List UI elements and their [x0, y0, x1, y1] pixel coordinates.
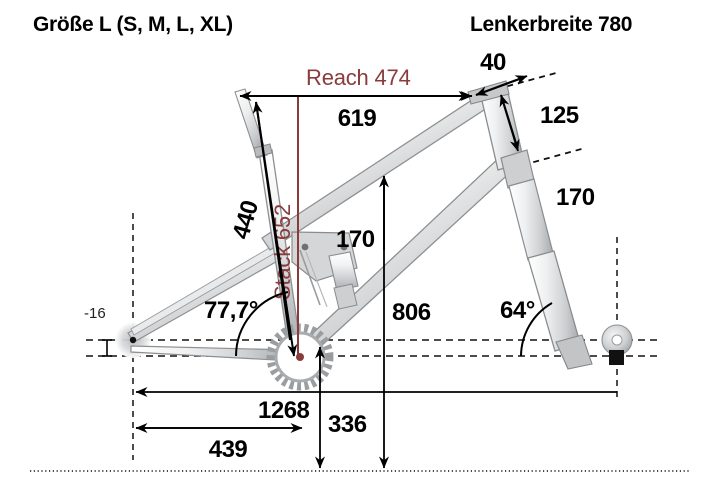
toptube-value: 619: [338, 105, 377, 132]
rear-travel-value: 170: [336, 226, 375, 253]
bicycle-frame: [115, 80, 633, 391]
handlebar-width-label: Lenkerbreite 780: [470, 13, 632, 36]
front-axle-marker: [609, 350, 624, 365]
rocker-pivot-rear: [340, 243, 348, 251]
rear-axle-center: [129, 336, 137, 344]
wheelbase-value: 1268: [258, 397, 310, 424]
fork-dropout: [555, 334, 593, 370]
seattube-dim-down: [255, 101, 298, 357]
headtube-value: 125: [540, 102, 579, 129]
rear-shock-body: [328, 251, 359, 292]
page-title: Größe L (S, M, L, XL): [33, 13, 233, 36]
shock-linkage-arm: [299, 249, 321, 306]
stem-value: 40: [480, 49, 506, 76]
dimension-lines: 619 40 125 170 170 440 806 336 1268 439: [84, 49, 617, 469]
rocker-pivot-front: [301, 243, 309, 251]
shock-linkage-arm-2: [305, 251, 328, 308]
chainring-teeth: [266, 323, 334, 391]
seat-angle-arc: [235, 291, 289, 357]
fork-lower: [527, 250, 581, 352]
stem-dim-right: [475, 75, 528, 96]
head-angle-value: 64°: [500, 297, 535, 324]
seattube-value: 440: [228, 198, 265, 243]
reach-label: Reach 474: [306, 65, 411, 90]
front-axle-center: [611, 334, 623, 346]
chainstay-value: 439: [209, 436, 248, 463]
head-angle-arc: [520, 302, 553, 357]
bbheight-value: 336: [328, 411, 367, 438]
chainring: [266, 323, 334, 391]
headtube-dim-down: [500, 94, 520, 152]
seat-angle-value: 77,7°: [204, 297, 258, 324]
rear-shock-shaft: [333, 283, 358, 310]
fork-travel-value: 170: [556, 184, 595, 211]
standover-value: 806: [392, 299, 431, 326]
fork-stanchion: [508, 178, 554, 261]
bbdrop-value: -16: [84, 305, 106, 322]
